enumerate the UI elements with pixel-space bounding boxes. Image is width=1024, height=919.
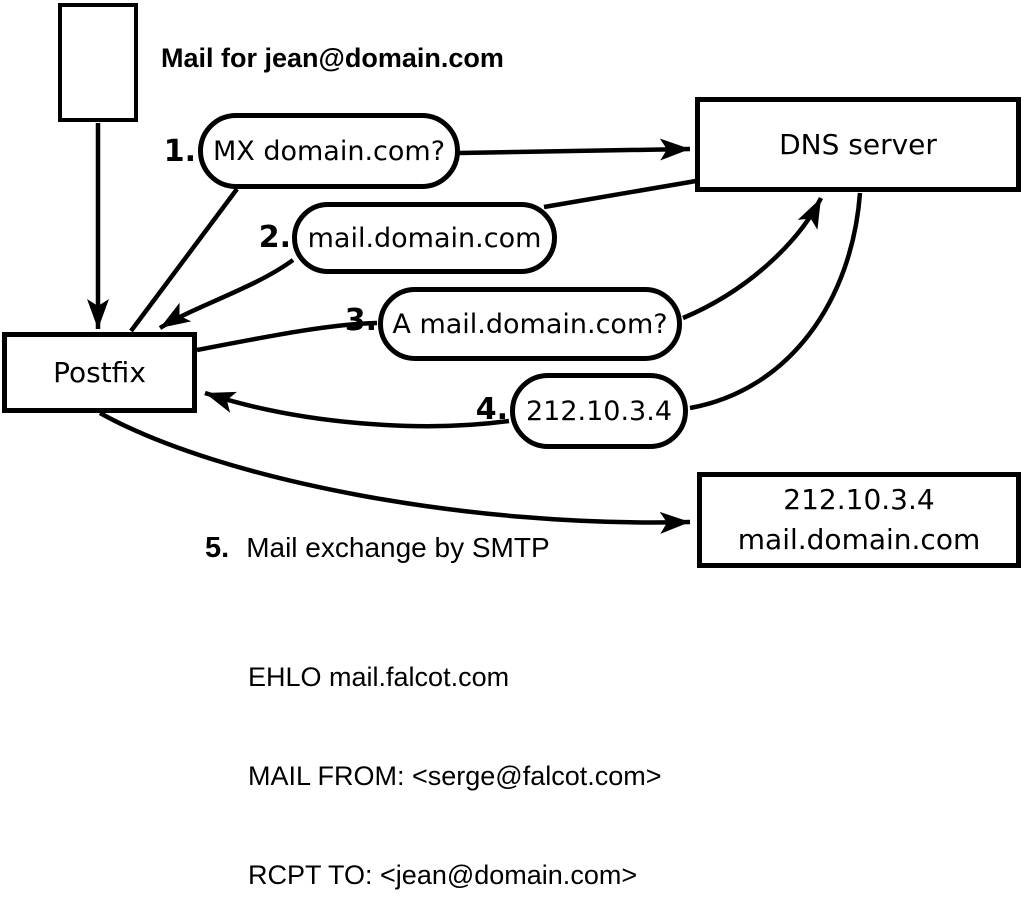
smtp-session-transcript: EHLO mail.falcot.com MAIL FROM: <serge@f… [248, 595, 662, 919]
query-a-pill: A mail.domain.com? [378, 287, 682, 361]
query-a-label: A mail.domain.com? [392, 308, 668, 340]
step-5-text: Mail exchange by SMTP [246, 532, 550, 563]
step-number-2: 2. [258, 220, 291, 255]
smtp-line: EHLO mail.falcot.com [248, 662, 510, 692]
response-a-pill: 212.10.3.4 [510, 373, 688, 449]
postfix-node: Postfix [2, 332, 197, 413]
arrow-query1-to-dns [458, 138, 691, 161]
step-number-4: 4. [475, 392, 508, 427]
dns-server-label: DNS server [779, 128, 937, 161]
dns-server-node: DNS server [695, 97, 1021, 192]
arrow-query3-to-dns [682, 196, 824, 321]
response-mx-pill: mail.domain.com [292, 202, 557, 274]
smtp-line: MAIL FROM: <serge@falcot.com> [248, 761, 662, 791]
step-5-label: 5. Mail exchange by SMTP [205, 531, 550, 565]
step-number-5: 5. [205, 532, 230, 564]
query-mx-pill: MX domain.com? [198, 113, 460, 189]
mail-server-node: 212.10.3.4 mail.domain.com [697, 472, 1021, 568]
smtp-line: RCPT TO: <jean@domain.com> [248, 860, 638, 890]
query-mx-label: MX domain.com? [212, 135, 446, 167]
arrow-response2-to-postfix [158, 258, 295, 330]
arrow-smtp-to-mailserver [98, 411, 691, 534]
line-dns-to-response2 [543, 178, 697, 210]
mail-server-hostname: mail.domain.com [737, 523, 981, 556]
arrow-response4-to-postfix [204, 390, 510, 429]
line-postfix-to-query1 [129, 187, 239, 333]
response-a-label: 212.10.3.4 [526, 395, 672, 427]
line-postfix-to-query3 [196, 320, 378, 353]
intro-label: Mail for jean@domain.com [161, 43, 504, 73]
mail-message-box [58, 3, 138, 122]
postfix-label: Postfix [53, 356, 146, 389]
mail-server-ip: 212.10.3.4 [783, 483, 935, 516]
step-number-1: 1. [163, 134, 196, 169]
response-mx-label: mail.domain.com [307, 222, 542, 254]
step-number-3: 3. [344, 303, 377, 338]
line-dns-to-response4 [689, 192, 863, 411]
